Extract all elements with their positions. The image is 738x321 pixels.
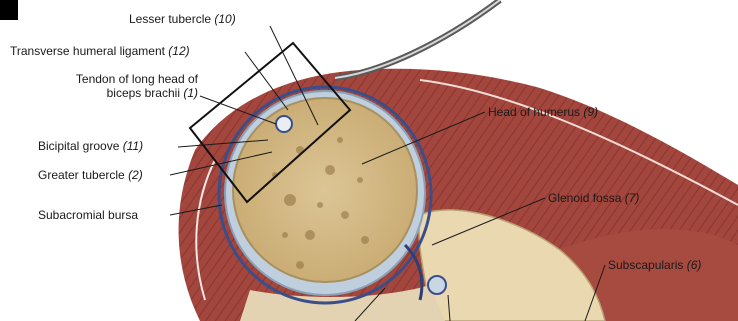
- coracoid-process: [428, 276, 446, 294]
- label-text: biceps brachii: [107, 86, 180, 100]
- label-bicipital-groove: Bicipital groove (11): [38, 139, 143, 153]
- label-text: Subscapularis: [608, 258, 683, 272]
- label-greater-tubercle: Greater tubercle (2): [38, 168, 143, 182]
- corner-block: [0, 0, 18, 20]
- label-head-of-humerus: Head of humerus (9): [488, 105, 598, 119]
- label-lesser-tubercle: Lesser tubercle (10): [129, 12, 236, 26]
- label-number: (1): [183, 86, 198, 100]
- label-text: Head of humerus: [488, 105, 580, 119]
- label-number: (2): [128, 168, 143, 182]
- label-subacromial-bursa: Subacromial bursa: [38, 208, 138, 222]
- label-text: Glenoid fossa: [548, 191, 621, 205]
- label-number: (11): [123, 139, 143, 153]
- label-glenoid-fossa: Glenoid fossa (7): [548, 191, 639, 205]
- label-text: Bicipital groove: [38, 139, 119, 153]
- label-number: (7): [625, 191, 640, 205]
- label-number: (6): [687, 258, 702, 272]
- label-number: (9): [583, 105, 598, 119]
- probe-instrument: [335, 0, 500, 78]
- label-number: (12): [168, 44, 189, 58]
- label-text: Subacromial bursa: [38, 208, 138, 222]
- label-text: Tendon of long head of: [42, 72, 198, 86]
- label-subscapularis: Subscapularis (6): [608, 258, 701, 272]
- label-text: Lesser tubercle: [129, 12, 211, 26]
- label-tendon-long-head: Tendon of long head of biceps brachii (1…: [42, 72, 198, 100]
- label-text: Transverse humeral ligament: [10, 44, 165, 58]
- biceps-tendon: [276, 116, 292, 132]
- label-transverse-humeral-ligament: Transverse humeral ligament (12): [10, 44, 190, 58]
- probe-highlight: [335, 0, 500, 78]
- label-text: Greater tubercle: [38, 168, 125, 182]
- label-number: (10): [214, 12, 235, 26]
